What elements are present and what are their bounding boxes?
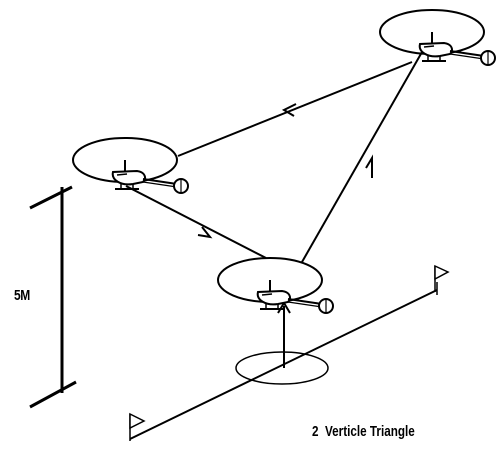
flag-icon xyxy=(434,264,450,292)
takeoff-circle xyxy=(235,351,329,385)
diagram-caption: 2 Verticle Triangle xyxy=(312,423,415,440)
flight-path-triangle xyxy=(125,51,423,263)
flag-icon xyxy=(129,412,146,441)
helicopter-icon xyxy=(379,9,496,66)
climb-path xyxy=(277,301,291,368)
height-label: 5M xyxy=(14,287,30,304)
arrow-icon xyxy=(365,154,373,178)
helicopter-icon xyxy=(72,137,189,194)
arrow-icon xyxy=(197,226,213,239)
helicopter-icon xyxy=(217,257,334,314)
height-marker xyxy=(29,185,77,409)
arrow-icon xyxy=(281,103,297,117)
